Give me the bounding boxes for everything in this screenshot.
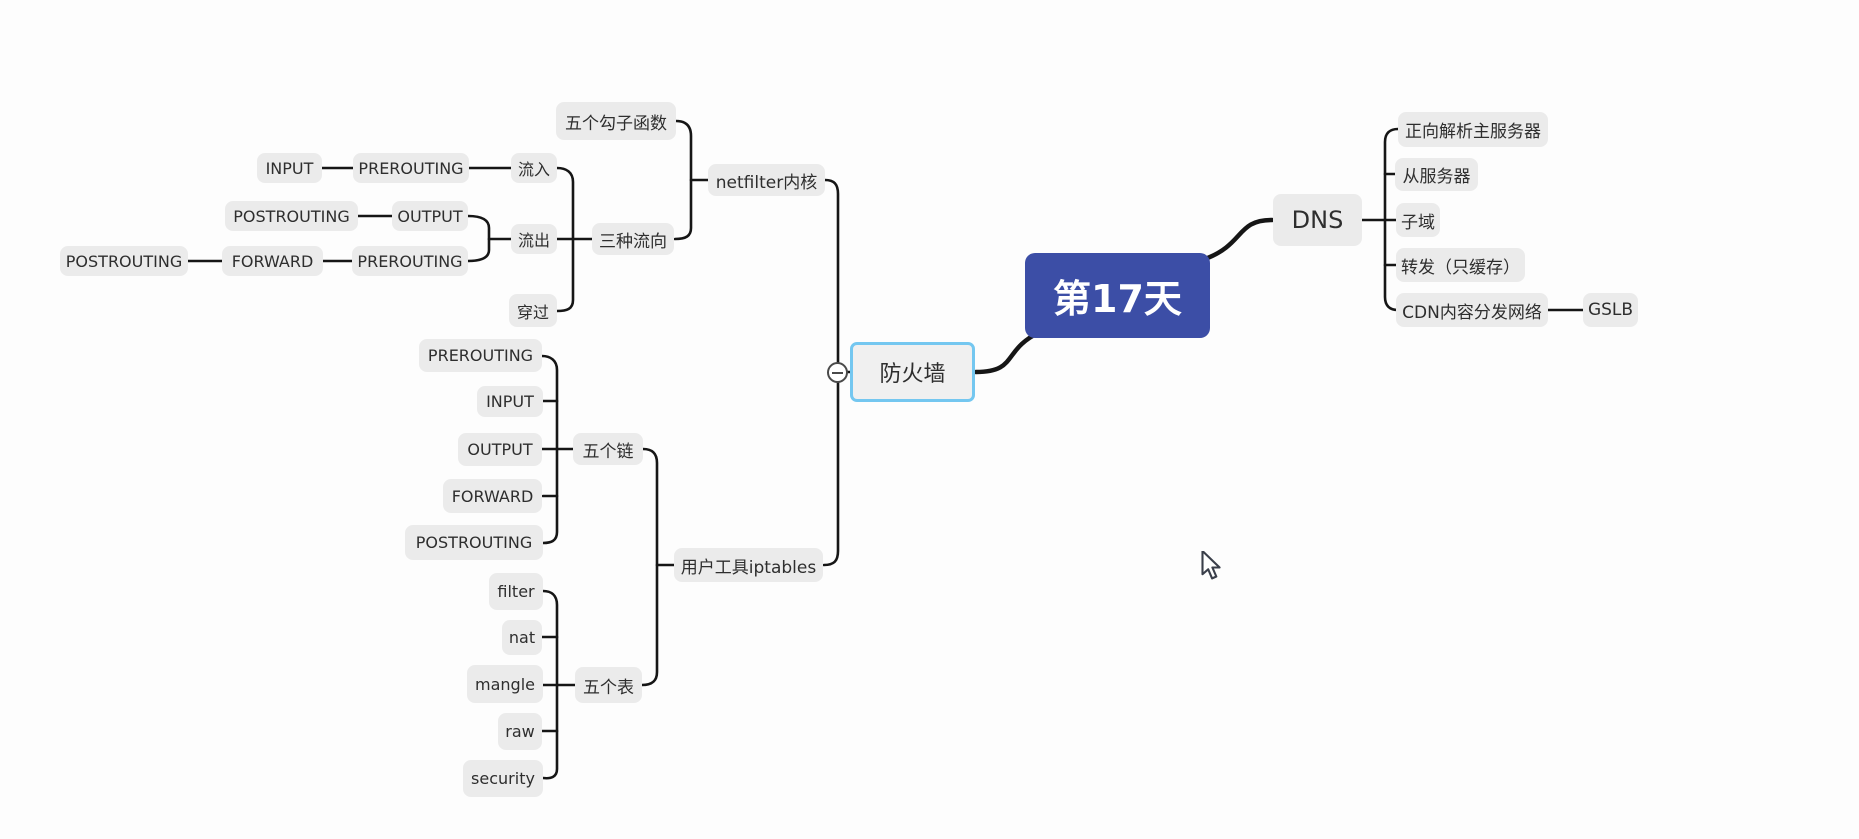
topic-chain-output[interactable]: OUTPUT xyxy=(458,433,542,466)
central-topic-day17[interactable]: 第17天 xyxy=(1025,253,1210,338)
topic-dns-slave-server[interactable]: 从服务器 xyxy=(1395,158,1478,191)
topic-five-hook-functions[interactable]: 五个勾子函数 xyxy=(556,102,676,140)
topic-forward-postrouting[interactable]: POSTROUTING xyxy=(60,246,188,276)
topic-chain-input[interactable]: INPUT xyxy=(477,386,543,417)
topic-five-tables[interactable]: 五个表 xyxy=(575,667,642,703)
topic-chain-postrouting[interactable]: POSTROUTING xyxy=(405,525,543,560)
topic-flowout-output[interactable]: OUTPUT xyxy=(392,201,468,231)
minus-bar xyxy=(832,371,843,374)
topic-firewall-selected[interactable]: 防火墙 xyxy=(850,342,975,402)
topic-forward-forward[interactable]: FORWARD xyxy=(222,246,323,276)
topic-table-security[interactable]: security xyxy=(463,760,543,797)
topic-dns-forward-master[interactable]: 正向解析主服务器 xyxy=(1398,112,1548,147)
topic-table-mangle[interactable]: mangle xyxy=(467,665,543,703)
topic-chain-forward[interactable]: FORWARD xyxy=(443,479,542,513)
topic-five-chains[interactable]: 五个链 xyxy=(573,433,643,465)
topic-cdn[interactable]: CDN内容分发网络 xyxy=(1396,293,1548,327)
topic-flowin-input[interactable]: INPUT xyxy=(257,153,322,183)
topic-flowout-postrouting[interactable]: POSTROUTING xyxy=(225,201,358,231)
topic-dns-subdomain[interactable]: 子域 xyxy=(1396,203,1440,237)
topic-forward-prerouting[interactable]: PREROUTING xyxy=(352,246,468,276)
topic-table-raw[interactable]: raw xyxy=(498,713,542,750)
topic-table-nat[interactable]: nat xyxy=(502,620,542,655)
topic-iptables-user-tool[interactable]: 用户工具iptables xyxy=(674,548,823,582)
topic-netfilter-kernel[interactable]: netfilter内核 xyxy=(708,164,825,196)
topic-table-filter[interactable]: filter xyxy=(489,573,543,610)
collapse-minus-icon[interactable] xyxy=(827,362,848,383)
topic-flow-through[interactable]: 穿过 xyxy=(509,294,557,327)
topic-flow-in[interactable]: 流入 xyxy=(511,153,557,183)
topic-dns[interactable]: DNS xyxy=(1273,194,1362,246)
topic-chain-prerouting[interactable]: PREROUTING xyxy=(419,339,542,372)
topic-three-flows[interactable]: 三种流向 xyxy=(592,223,674,255)
topic-flow-out[interactable]: 流出 xyxy=(511,224,557,254)
topic-flowin-prerouting[interactable]: PREROUTING xyxy=(353,153,469,183)
topic-dns-forwarding-cache[interactable]: 转发（只缓存） xyxy=(1396,248,1525,282)
arrow-cursor xyxy=(1201,551,1221,580)
topic-gslb[interactable]: GSLB xyxy=(1583,293,1638,327)
